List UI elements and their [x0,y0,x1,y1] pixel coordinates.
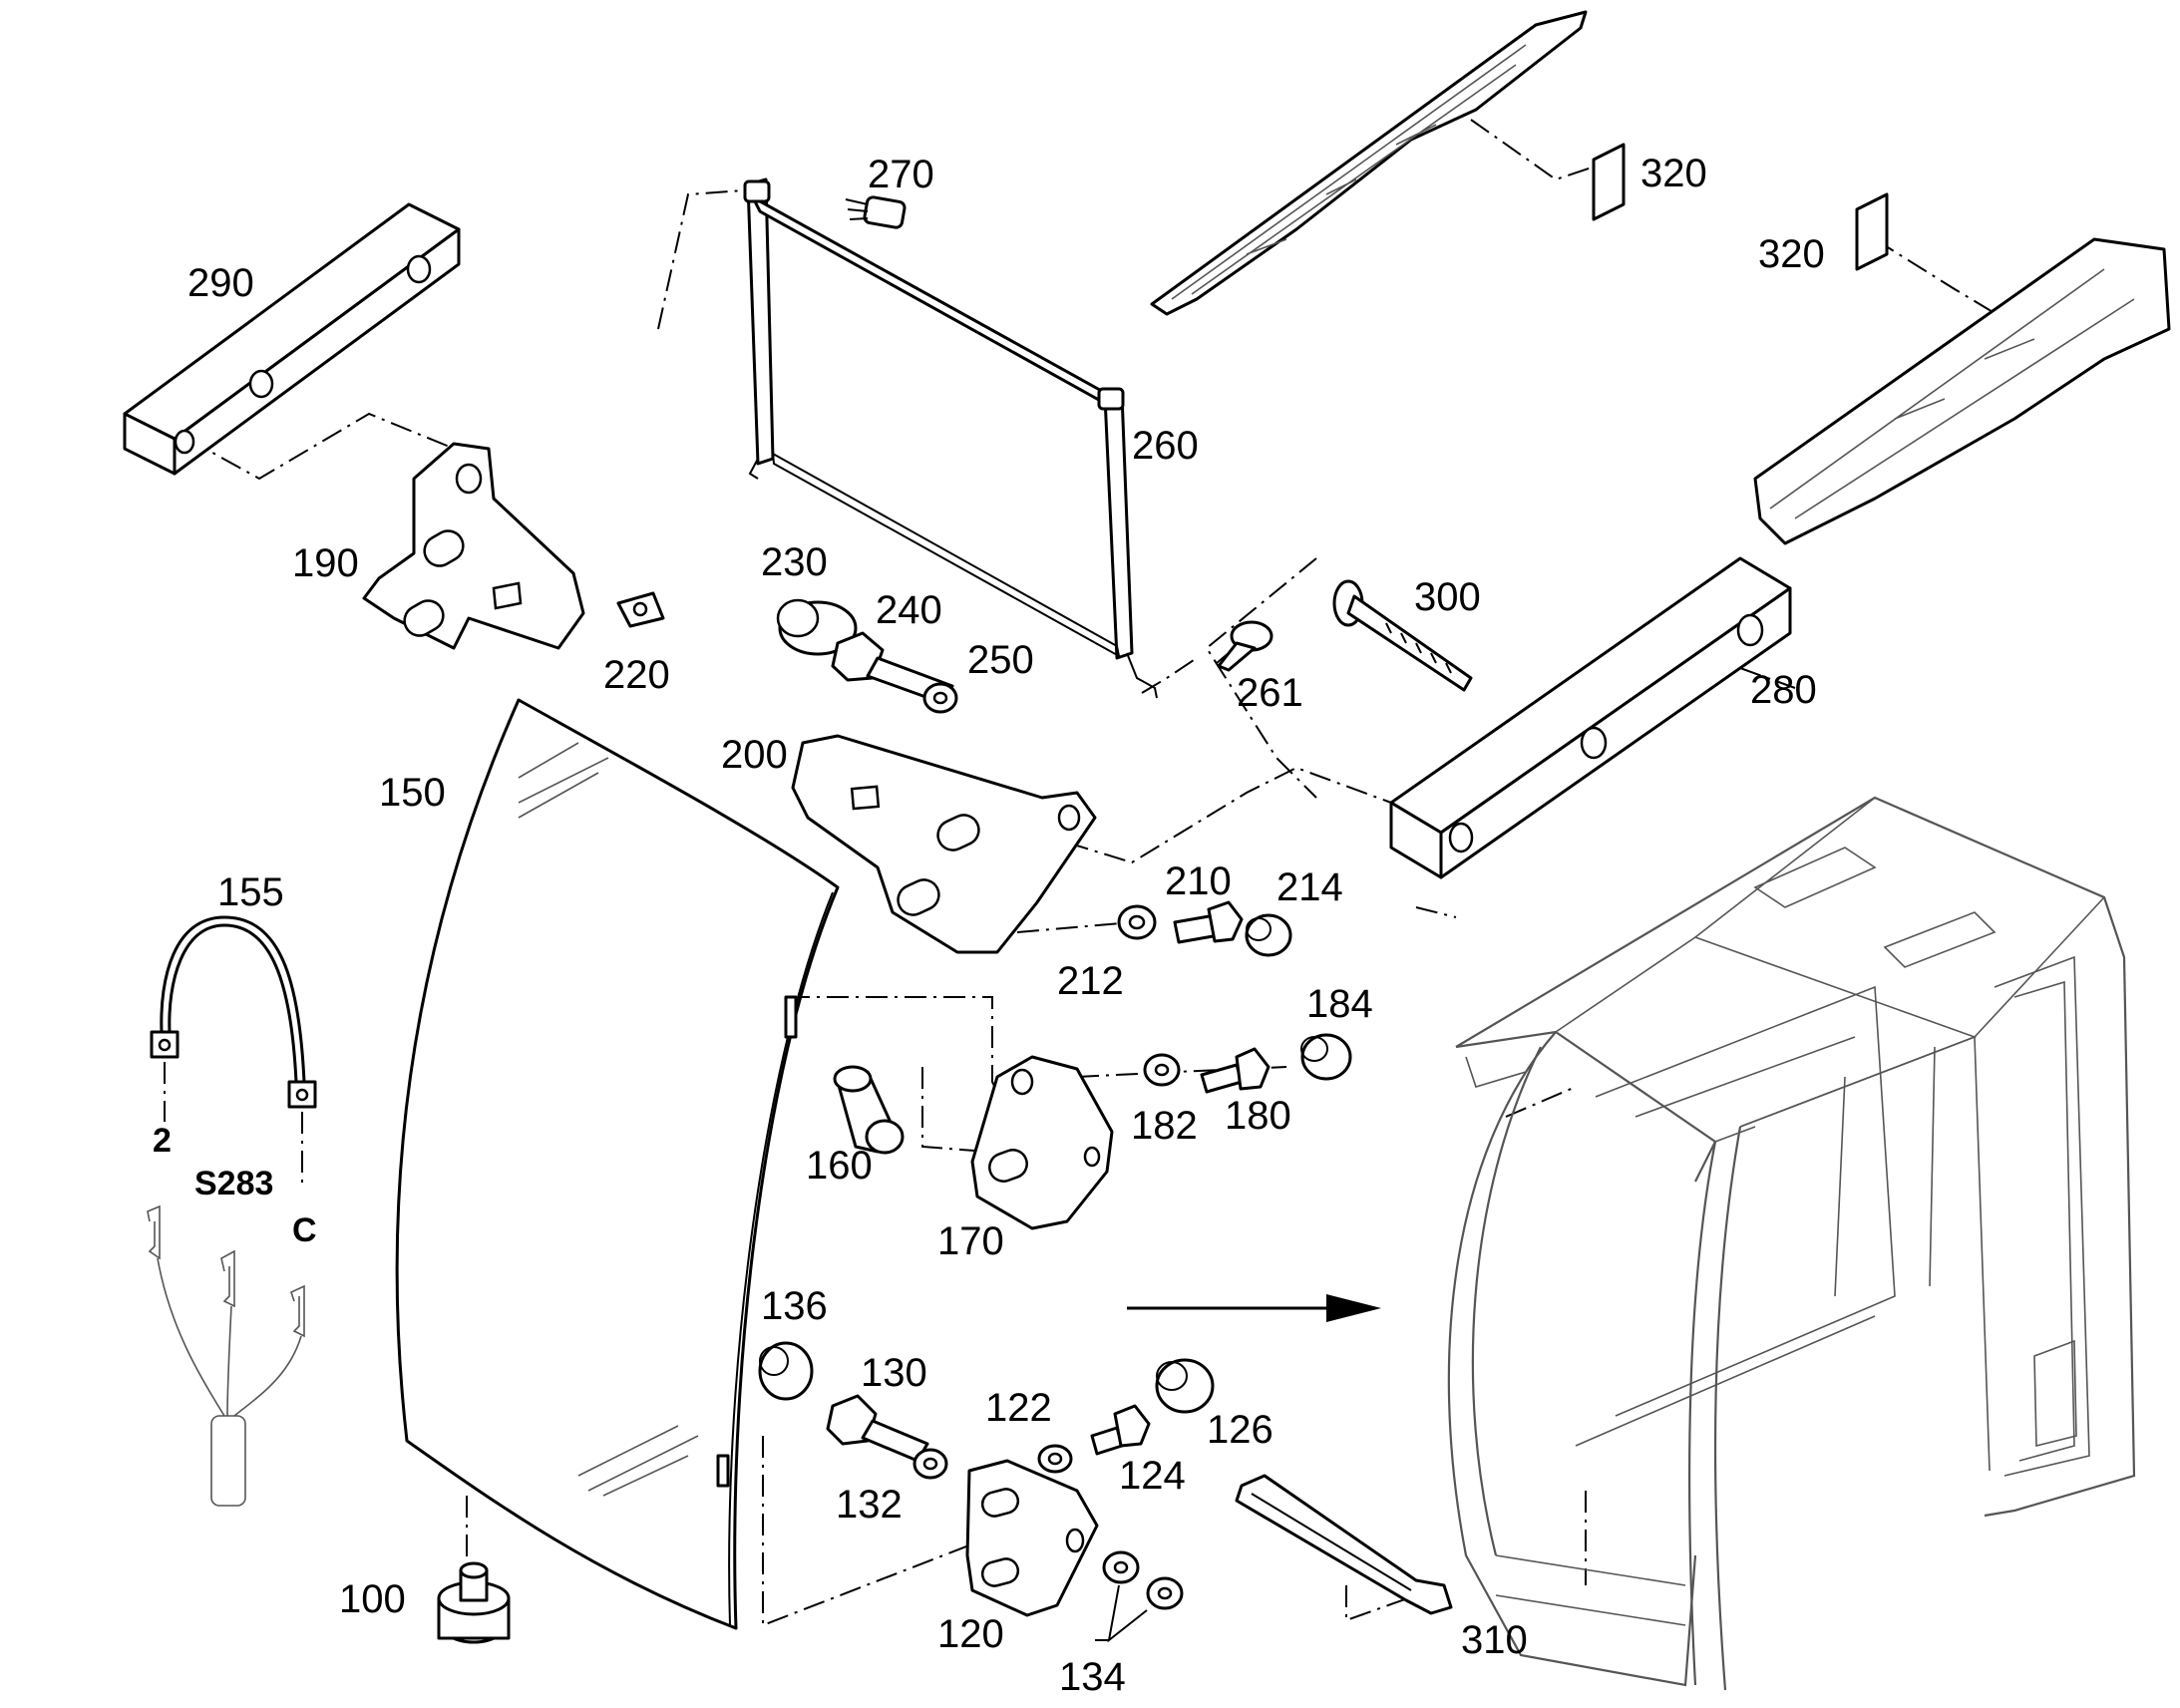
rubber-mount-100 [437,1496,511,1644]
callout-212: 212 [1057,959,1124,1003]
callout-210: 210 [1165,859,1232,903]
terminal-label-c: C [292,1211,317,1249]
callout-100: 100 [339,1577,406,1621]
roof-rail-right-320 [1753,237,2171,545]
guide-rail-310 [1235,1474,1453,1615]
callout-200: 200 [721,733,788,777]
callout-155: 155 [217,870,284,914]
washer-132 [912,1448,948,1480]
washers-134 [1095,1550,1184,1643]
clip-nut-220 [616,591,665,628]
bracket-120 [965,1459,1099,1617]
callout-214: 214 [1276,865,1343,909]
washer-122 [1037,1444,1073,1474]
washer-250 [922,682,958,714]
stud-160 [833,1065,905,1155]
callout-132: 132 [836,1483,903,1527]
screw-261 [1217,620,1273,672]
long-bolt-300 [1332,579,1473,692]
callout-124: 124 [1119,1454,1186,1498]
callout-122: 122 [985,1386,1052,1430]
bolt-130 [826,1394,929,1463]
callout-250: 250 [967,638,1034,682]
spacer-bar-280 [1389,556,1792,879]
callout-136: 136 [761,1284,828,1328]
callout-230: 230 [761,540,828,584]
callout-290: 290 [187,261,254,305]
nut-136 [758,1341,814,1401]
decal-320b [1855,192,1889,271]
terminal-label-2: 2 [153,1122,172,1160]
callout-320-upper: 320 [1640,152,1707,195]
callout-126: 126 [1207,1408,1273,1452]
callout-261: 261 [1237,671,1303,715]
callout-280: 280 [1750,668,1817,712]
operator-cab-frame [1447,796,2136,1691]
bolt-124 [1090,1404,1151,1456]
switch-label-s283: S283 [194,1165,273,1202]
switch-harness-s283 [147,1204,305,1507]
nut-126 [1155,1358,1215,1414]
callout-150: 150 [379,771,446,815]
bolt-210 [1173,900,1244,944]
callout-160: 160 [806,1144,873,1188]
callout-320-lower: 320 [1758,232,1825,276]
callout-182: 182 [1131,1104,1198,1148]
callout-134: 134 [1059,1655,1126,1699]
sleeve-230 [776,598,858,656]
ground-cable-155 [150,915,317,1187]
callout-220: 220 [603,653,670,697]
callout-190: 190 [292,541,359,585]
washer-182 [1143,1053,1181,1087]
callout-170: 170 [937,1219,1004,1263]
callout-180: 180 [1225,1094,1291,1138]
window-glass-150 [395,698,840,1630]
bracket-170 [970,1055,1114,1230]
wiring-labels: 2 S283 C [153,1122,317,1249]
callout-184: 184 [1306,982,1373,1026]
nut-184 [1300,1033,1352,1081]
callout-260: 260 [1132,424,1199,468]
part-callouts: 100 120 122 124 126 130 132 134 136 150 … [187,152,1825,1699]
roof-rail-left-320 [1150,10,1588,316]
bracket-200 [791,734,1097,954]
callout-240: 240 [876,588,942,632]
washer-212 [1117,904,1157,940]
nut-214 [1245,913,1292,957]
callout-120: 120 [937,1612,1004,1656]
assembly-arrow [1127,1294,1381,1322]
decal-320a [1592,143,1626,221]
bracket-190 [362,442,585,650]
callout-310: 310 [1461,1618,1528,1662]
sun-blind-260 [743,177,1158,699]
callout-130: 130 [861,1351,927,1395]
screw-270 [845,195,907,229]
callout-270: 270 [868,153,934,196]
callout-300: 300 [1414,575,1481,619]
spacer-bar-290 [123,202,461,476]
bolt-180 [1200,1047,1271,1094]
